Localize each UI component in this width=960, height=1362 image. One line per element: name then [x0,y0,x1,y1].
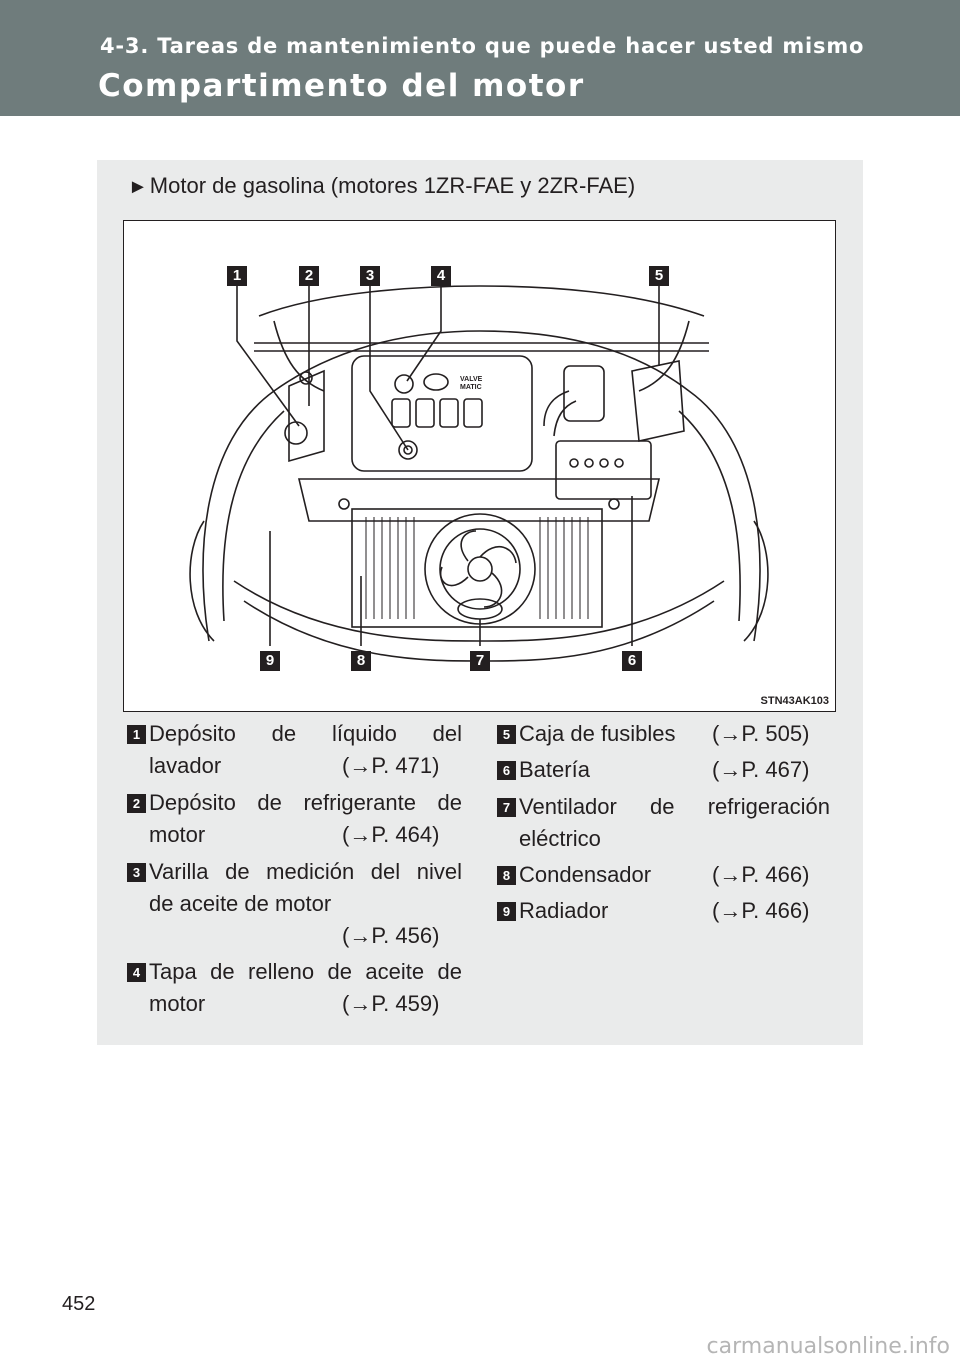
callout-5: 5 [649,266,669,286]
item-number: 1 [127,725,146,744]
item-number: 4 [127,963,146,982]
engine-logo-text-line2: MATIC [460,384,482,391]
callout-2: 2 [299,266,319,286]
callout-3: 3 [360,266,380,286]
subheading-text: Motor de gasolina (motores 1ZR-FAE y 2ZR… [149,173,636,198]
item-number: 6 [497,761,516,780]
item-text-line1: Ventilador de refrigeración [519,794,830,819]
callout-4: 4 [431,266,451,286]
item-text-line2: de aceite de motor [149,891,332,916]
page-reference: (→P. 459) [342,991,440,1016]
page-reference: (→P. 505) [712,721,810,746]
section-heading: 4-3. Tareas de mantenimiento que puede h… [100,34,865,58]
item-number: 9 [497,902,516,921]
triangle-marker-icon: ► [128,176,148,198]
list-item: 8 Condensador (→P. 466) [497,859,832,891]
item-number: 8 [497,866,516,885]
list-item: 3 Varilla de medición del nivel de aceit… [127,856,462,952]
page-reference: (→P. 464) [342,822,440,847]
item-text-line1: Condensador [519,862,652,887]
callout-1: 1 [227,266,247,286]
list-item: 4 Tapa de relleno de aceite de motor (→P… [127,956,462,1020]
page-reference: (→P. 467) [712,757,810,782]
figure-code: STN43AK103 [760,695,829,707]
engine-logo-text-line1: VALVE [460,376,483,383]
parts-list-right: 5 Caja de fusibles (→P. 505) 6 Batería (… [497,718,832,938]
item-text-line1: Tapa de relleno de aceite de [149,959,462,984]
item-number: 3 [127,863,146,882]
item-number: 7 [497,798,516,817]
item-text-line2: motor [149,822,206,847]
item-text-line1: Depósito de refrigerante de [149,790,462,815]
item-text-line1: Batería [519,757,590,782]
list-item: 5 Caja de fusibles (→P. 505) [497,718,832,750]
page-reference: (→P. 466) [712,862,810,887]
page-title: Compartimento del motor [98,68,585,104]
engine-drawing: VALVE MATIC [189,282,769,662]
item-number: 2 [127,794,146,813]
list-item: 1 Depósito de líquido del lavador (→P. 4… [127,718,462,782]
item-text-line1: Caja de fusibles [519,721,676,746]
callout-8: 8 [351,651,371,671]
watermark-text: carmanualsonline.info [706,1334,950,1359]
item-number: 5 [497,725,516,744]
item-text-line1: Depósito de líquido del [149,721,462,746]
item-text-line2: eléctrico [519,826,601,851]
item-text-line1: Radiador [519,898,609,923]
item-text-line1: Varilla de medición del nivel [149,859,462,884]
engine-subheading: ►Motor de gasolina (motores 1ZR-FAE y 2Z… [128,173,635,199]
parts-list-left: 1 Depósito de líquido del lavador (→P. 4… [127,718,462,1028]
engine-illustration: VALVE MATIC 1 2 3 4 5 6 7 8 9 STN43AK103 [123,220,836,712]
page-reference: (→P. 471) [342,753,440,778]
list-item: 2 Depósito de refrigerante de motor (→P.… [127,787,462,851]
item-text-line2: motor [149,991,206,1016]
list-item: 6 Batería (→P. 467) [497,754,832,786]
page-reference: (→P. 456) [342,923,440,948]
page-number: 452 [62,1293,96,1315]
callout-9: 9 [260,651,280,671]
callout-7: 7 [470,651,490,671]
list-item: 9 Radiador (→P. 466) [497,895,832,927]
item-text-line2: lavador [149,753,222,778]
callout-6: 6 [622,651,642,671]
list-item: 7 Ventilador de refrigeración eléctrico [497,791,832,855]
header-bar: 4-3. Tareas de mantenimiento que puede h… [0,0,960,116]
page-reference: (→P. 466) [712,898,810,923]
